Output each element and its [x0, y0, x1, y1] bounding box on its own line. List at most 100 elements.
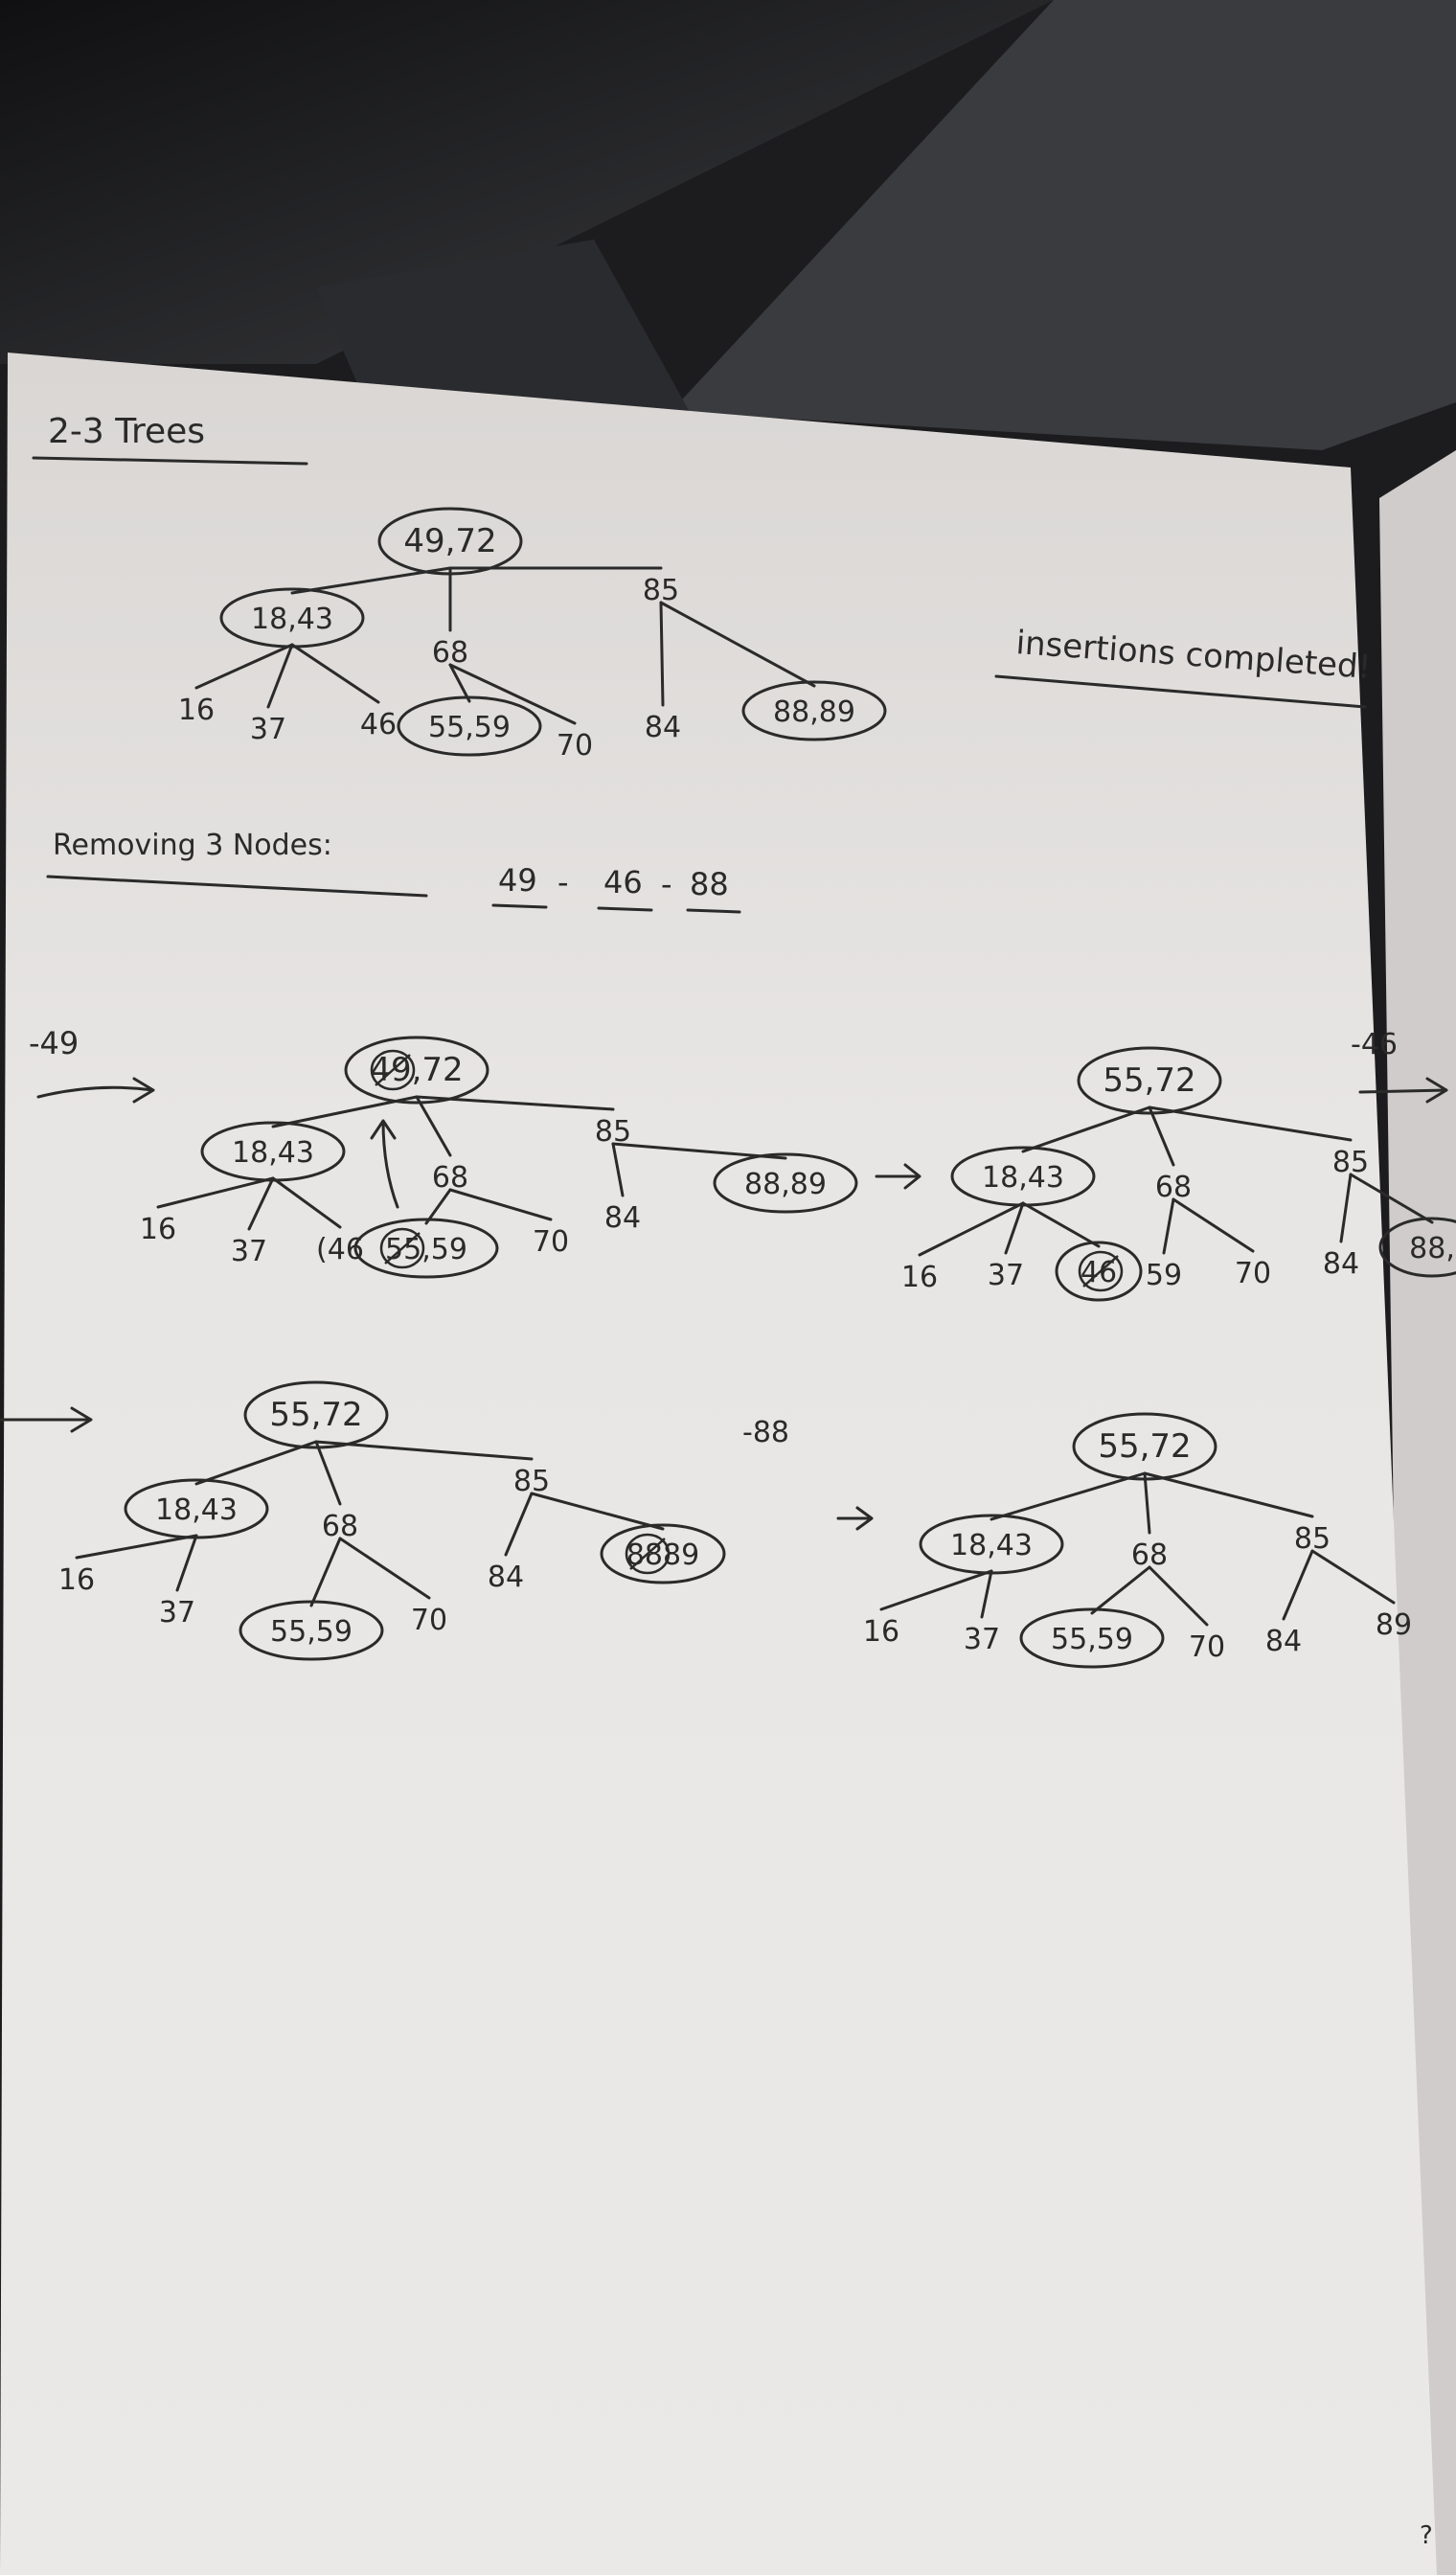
- removal-sep-2: -: [661, 866, 672, 902]
- tree-node-label: 18,43: [950, 1529, 1033, 1562]
- tree-node-label: 68: [1155, 1171, 1192, 1204]
- tree-edge: [448, 663, 471, 703]
- struck-key: 55: [385, 1233, 421, 1266]
- struck-key-slash: [629, 1538, 666, 1570]
- tree-node-outline: [397, 695, 542, 757]
- removal-key-3: 88: [690, 866, 729, 902]
- tree-edge: [611, 1142, 625, 1197]
- tree-node-label: 68: [432, 636, 468, 670]
- tree-node-label: 85: [1294, 1522, 1331, 1556]
- laptop-keyboard: [0, 0, 1054, 364]
- laptop-trackpad: [316, 239, 690, 422]
- tree-node-label: 85: [595, 1115, 631, 1149]
- tree-edge: [1310, 1549, 1396, 1605]
- tree-node-label: 16: [178, 694, 215, 727]
- tree-edge: [1148, 1565, 1209, 1627]
- tree-edge: [290, 643, 380, 704]
- struck-key-circle: [379, 1227, 425, 1269]
- tree-node-outline: [200, 1121, 346, 1182]
- tree-node-outline: [239, 1600, 384, 1661]
- tree-edge: [980, 1569, 993, 1619]
- tree-node-label: 18,43: [251, 603, 333, 636]
- tree-node-label: 37: [988, 1259, 1024, 1292]
- tree-node-label: 89: [1376, 1608, 1412, 1642]
- heading-underline: [32, 456, 308, 466]
- flow-arrow-4: [0, 1406, 93, 1433]
- removal-sep-1: -: [557, 864, 569, 900]
- tree-node-outline: [353, 1218, 499, 1279]
- tree-edge: [175, 1534, 198, 1592]
- tree-node-label: 84: [604, 1201, 641, 1235]
- tree-node-label: 68: [1131, 1538, 1168, 1572]
- flow-arrow-1: [36, 1077, 155, 1104]
- tree-edge: [659, 601, 816, 688]
- tree-edge: [1339, 1173, 1353, 1243]
- removal-heading-group: Removing 3 Nodes: 49 - 46 - 88: [46, 829, 741, 914]
- tree-edge: [659, 601, 665, 707]
- tree-edge: [271, 1176, 342, 1229]
- tree-edge: [448, 1188, 553, 1221]
- tree-node-outline: [1072, 1412, 1217, 1481]
- tree-node-label: 55,72: [1103, 1061, 1195, 1100]
- tree-edge: [1143, 1471, 1151, 1535]
- tree-node-label: 70: [411, 1604, 447, 1637]
- tree-node-label: 37: [159, 1596, 195, 1629]
- struck-key-circle: [370, 1049, 416, 1091]
- tree-edge: [75, 1534, 198, 1560]
- removal-key-2-underline: [597, 906, 653, 912]
- struck-key-slash: [1082, 1255, 1119, 1288]
- tree-node-label: 85: [1332, 1146, 1369, 1179]
- tree-node-label: 84: [1265, 1625, 1302, 1658]
- op-label-remove-88: -88: [742, 1416, 789, 1449]
- tree-edge: [424, 1188, 452, 1225]
- tree-edge: [338, 1537, 431, 1600]
- tree-edge: [415, 1095, 452, 1157]
- tree-edge: [194, 643, 294, 690]
- tree-node-outline: [919, 1514, 1064, 1575]
- tree-node-label: 46: [360, 708, 397, 741]
- notebook-next-page: [1379, 450, 1456, 2575]
- tree-node-label: 70: [557, 729, 593, 763]
- tree-node-outline: [1378, 1217, 1456, 1278]
- tree-node-outline: [600, 1523, 726, 1584]
- page-heading: 2-3 Trees: [48, 412, 205, 451]
- tree-node-label: 70: [1189, 1630, 1225, 1664]
- tree-node-label: 37: [250, 713, 286, 746]
- tree-node-label: 16: [58, 1563, 95, 1597]
- tree-edge: [314, 1440, 534, 1461]
- tree-node-label: 55,59: [385, 1233, 467, 1266]
- tree-edge: [1143, 1471, 1314, 1518]
- tree-node-label: 85: [643, 574, 679, 607]
- tree-node-label: 16: [863, 1615, 899, 1649]
- tree-edge: [504, 1492, 534, 1557]
- tree-node-label: 84: [488, 1561, 524, 1594]
- struck-key-slash: [375, 1054, 411, 1086]
- tree-node-label: 55,72: [1098, 1427, 1191, 1466]
- tree-node-label: 68: [432, 1161, 468, 1195]
- tree-edge: [1148, 1105, 1175, 1167]
- tree-edge: [448, 663, 577, 725]
- removal-key-3-underline: [686, 908, 741, 914]
- tree-edge: [990, 1471, 1147, 1521]
- struck-key-slash: [384, 1232, 421, 1265]
- tree-edge: [1090, 1565, 1151, 1615]
- laptop-lid: [671, 0, 1456, 450]
- tree-node-label: 18,43: [155, 1493, 238, 1527]
- tree-node-label: 55,59: [1051, 1623, 1133, 1656]
- tree-node-outline: [124, 1478, 269, 1539]
- tree-edge: [1021, 1105, 1151, 1153]
- remaining-keys: ,59: [421, 1233, 467, 1266]
- tree-node-label: 84: [1323, 1247, 1359, 1281]
- tree-edge: [1021, 1201, 1101, 1248]
- tree-node-label: 70: [533, 1225, 569, 1259]
- tree-node-outline: [219, 587, 365, 649]
- removal-key-1-underline: [491, 903, 548, 909]
- struck-key-circle: [1078, 1250, 1124, 1292]
- tree-node-label: 16: [901, 1261, 938, 1294]
